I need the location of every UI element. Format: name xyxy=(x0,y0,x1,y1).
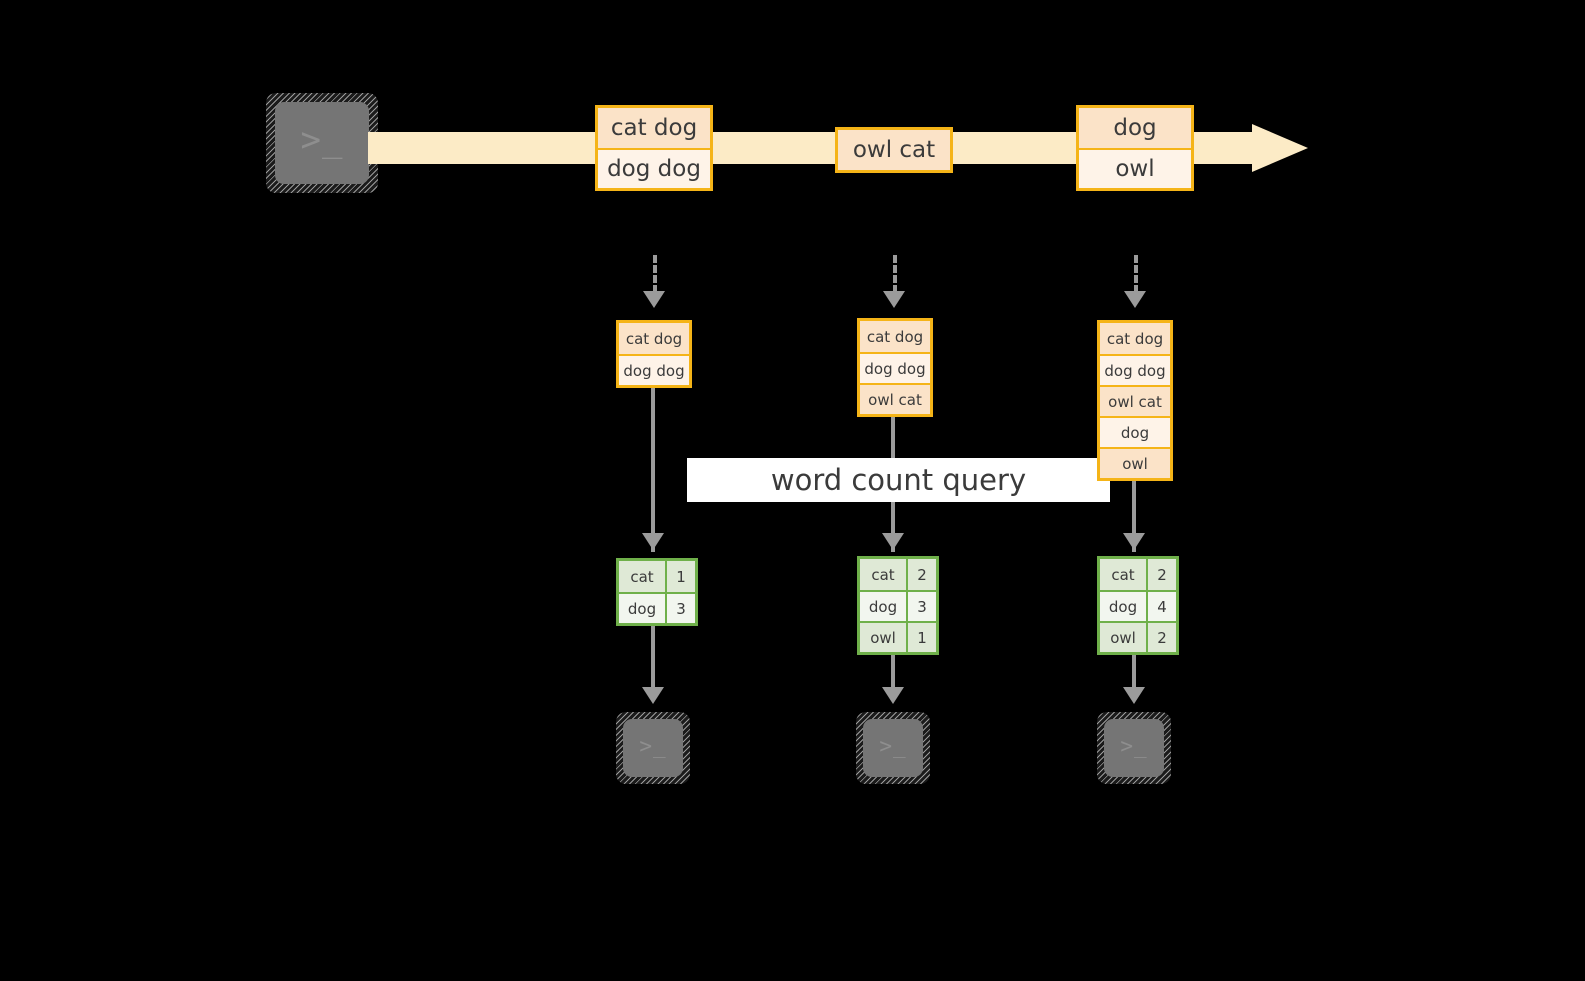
result-to-sink-arrowhead-1 xyxy=(642,687,664,704)
table-row: owl 2 xyxy=(1100,621,1176,652)
stream-record: dog dog xyxy=(598,148,710,188)
result-count: 1 xyxy=(667,561,695,592)
stream-record: dog xyxy=(1079,108,1191,148)
stream-record-group-2: owl cat xyxy=(835,127,953,173)
table-row: owl 1 xyxy=(860,621,936,652)
stream-to-snapshot-arrowhead-1 xyxy=(643,291,665,308)
table-row: dog 4 xyxy=(1100,590,1176,621)
result-to-sink-connector-2 xyxy=(891,650,895,700)
snapshot-record: cat dog xyxy=(619,323,689,354)
snapshot-record: cat dog xyxy=(1100,323,1170,354)
stream-to-snapshot-connector-3 xyxy=(1134,255,1138,293)
stream-record-group-1: cat dog dog dog xyxy=(595,105,713,191)
stream-record: owl cat xyxy=(838,130,950,170)
snapshot-records-2: cat dog dog dog owl cat xyxy=(857,318,933,417)
terminal-prompt-glyph: >_ xyxy=(879,733,907,758)
snapshot-records-3: cat dog dog dog owl cat dog owl xyxy=(1097,320,1173,481)
result-count: 2 xyxy=(908,559,936,590)
result-count: 3 xyxy=(908,592,936,621)
terminal-prompt-glyph: >_ xyxy=(639,733,667,758)
result-word: owl xyxy=(860,623,908,652)
result-count: 1 xyxy=(908,623,936,652)
snapshot-record: cat dog xyxy=(860,321,930,352)
terminal-body xyxy=(1104,719,1164,777)
terminal-prompt-glyph: >_ xyxy=(1120,733,1148,758)
terminal-body xyxy=(863,719,923,777)
terminal-body xyxy=(275,102,369,184)
result-to-sink-connector-3 xyxy=(1132,650,1136,700)
result-table-2: cat 2 dog 3 owl 1 xyxy=(857,556,939,655)
result-word: cat xyxy=(1100,559,1148,590)
snapshot-to-result-arrowhead-2 xyxy=(882,533,904,550)
snapshot-record: owl cat xyxy=(1100,385,1170,416)
stream-record: owl xyxy=(1079,148,1191,188)
result-word: cat xyxy=(619,561,667,592)
snapshot-to-result-arrowhead-3 xyxy=(1123,533,1145,550)
snapshot-record: dog dog xyxy=(860,352,930,383)
result-table-3: cat 2 dog 4 owl 2 xyxy=(1097,556,1179,655)
query-label-banner: word count query xyxy=(687,458,1110,502)
stream-to-snapshot-connector-2 xyxy=(893,255,897,293)
result-word: cat xyxy=(860,559,908,590)
sink-terminal-icon-2: >_ xyxy=(856,712,930,784)
snapshot-to-result-connector-3 xyxy=(1132,475,1136,552)
result-to-sink-connector-1 xyxy=(651,620,655,700)
stream-to-snapshot-connector-1 xyxy=(653,255,657,293)
result-to-sink-arrowhead-2 xyxy=(882,687,904,704)
snapshot-record: dog xyxy=(1100,416,1170,447)
stream-record: cat dog xyxy=(598,108,710,148)
result-word: owl xyxy=(1100,623,1148,652)
snapshot-to-result-arrowhead-1 xyxy=(642,533,664,550)
table-row: cat 2 xyxy=(1100,559,1176,590)
terminal-prompt-glyph: >_ xyxy=(300,120,344,160)
result-word: dog xyxy=(1100,592,1148,621)
query-label-text: word count query xyxy=(770,463,1027,497)
stream-to-snapshot-arrowhead-3 xyxy=(1124,291,1146,308)
result-count: 2 xyxy=(1148,559,1176,590)
source-terminal-icon: >_ xyxy=(266,93,378,193)
stream-record-group-3: dog owl xyxy=(1076,105,1194,191)
snapshot-record: owl cat xyxy=(860,383,930,414)
snapshot-record: dog dog xyxy=(1100,354,1170,385)
result-count: 2 xyxy=(1148,623,1176,652)
table-row: dog 3 xyxy=(860,590,936,621)
result-to-sink-arrowhead-3 xyxy=(1123,687,1145,704)
stream-arrow-head xyxy=(1252,124,1308,172)
snapshot-records-1: cat dog dog dog xyxy=(616,320,692,388)
sink-terminal-icon-3: >_ xyxy=(1097,712,1171,784)
table-row: cat 1 xyxy=(619,561,695,592)
stream-to-snapshot-arrowhead-2 xyxy=(883,291,905,308)
snapshot-record: dog dog xyxy=(619,354,689,385)
terminal-body xyxy=(623,719,683,777)
result-table-1: cat 1 dog 3 xyxy=(616,558,698,626)
result-word: dog xyxy=(619,594,667,623)
result-word: dog xyxy=(860,592,908,621)
result-count: 4 xyxy=(1148,592,1176,621)
snapshot-record: owl xyxy=(1100,447,1170,478)
result-count: 3 xyxy=(667,594,695,623)
sink-terminal-icon-1: >_ xyxy=(616,712,690,784)
snapshot-to-result-connector-1 xyxy=(651,386,655,552)
table-row: cat 2 xyxy=(860,559,936,590)
table-row: dog 3 xyxy=(619,592,695,623)
